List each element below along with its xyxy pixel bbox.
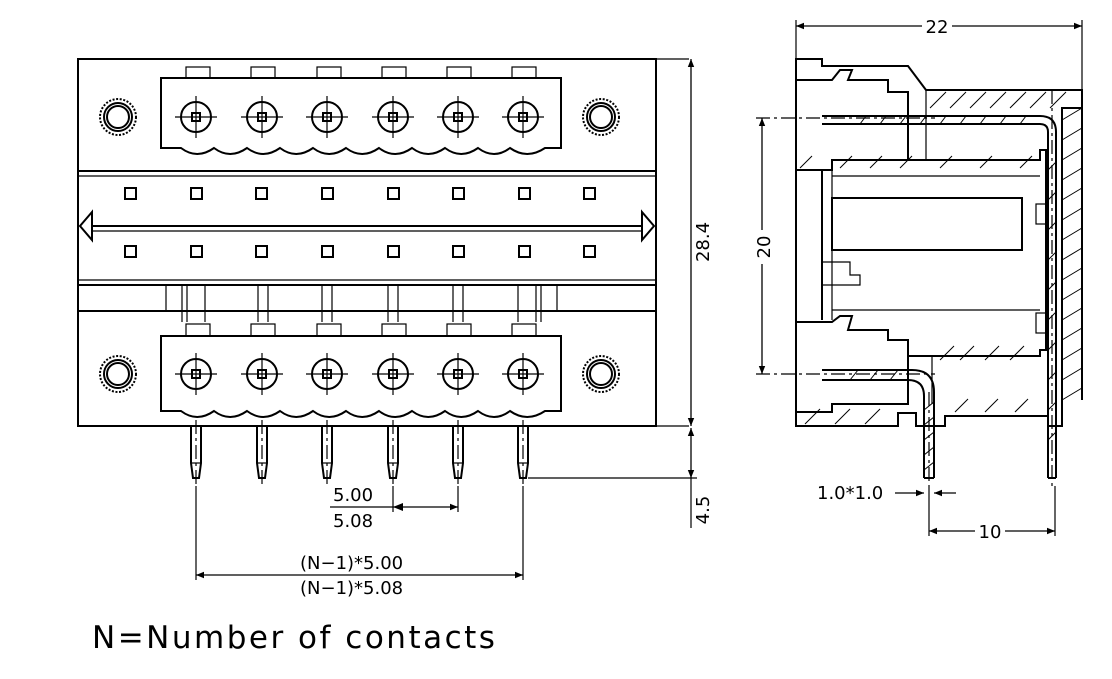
hatch-lower (804, 345, 1029, 425)
lower-contacts (174, 352, 545, 396)
dim-pin-length: 4.5 (693, 496, 714, 525)
dim-top-width: 22 (926, 17, 949, 38)
front-outline (77, 58, 657, 427)
upper-tabs (185, 66, 537, 79)
screw-bottom-left (99, 355, 137, 393)
dim-total-pitch-b: (N−1)*5.08 (300, 578, 403, 599)
dim-pitch-a: 5.00 (333, 485, 373, 506)
dim-total-pitch-a: (N−1)*5.00 (300, 553, 403, 574)
screw-top-right (582, 98, 620, 136)
front-dimensions (195, 59, 697, 580)
upper-contacts (174, 95, 545, 139)
upper-plug-housing (160, 77, 562, 155)
side-view (756, 58, 1083, 486)
dim-pitch-b: 5.08 (333, 511, 373, 532)
lower-plug-housing (160, 335, 562, 418)
screw-top-left (99, 98, 137, 136)
dim-overall-height: 28.4 (693, 222, 714, 262)
dim-contact-span: 20 (754, 236, 775, 259)
lower-tabs (185, 323, 537, 337)
square-holes-row-1 (124, 187, 596, 200)
hatch-right-wall (1061, 107, 1083, 401)
dim-pin-offset: 10 (979, 522, 1002, 543)
contacts-note: N=Number of contacts (92, 620, 498, 656)
front-view (77, 58, 689, 486)
pins (190, 420, 202, 486)
square-holes-row-2 (124, 245, 596, 258)
bracket-legs (165, 285, 558, 322)
hatch-upper (799, 91, 1067, 169)
dim-pin-section: 1.0*1.0 (817, 483, 883, 504)
screw-bottom-right (582, 355, 620, 393)
side-dimensions (758, 20, 1083, 536)
